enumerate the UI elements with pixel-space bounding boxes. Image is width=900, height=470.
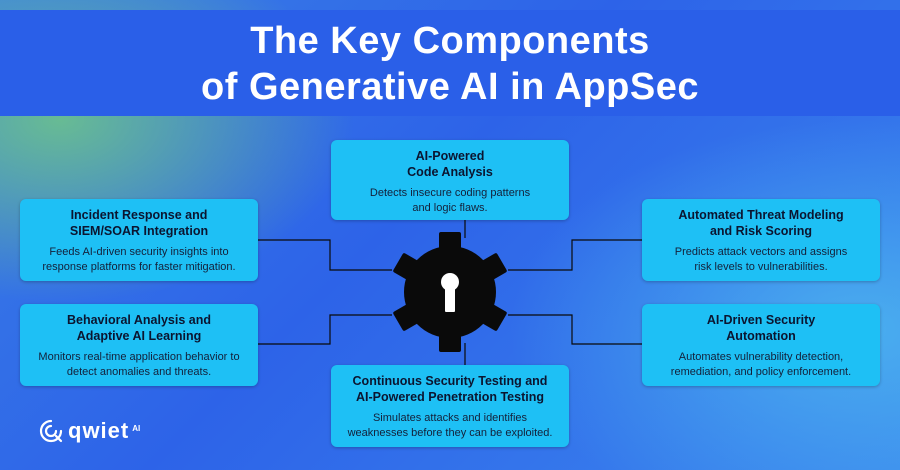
card-title: Automated Threat Modeling and Risk Scori… (678, 208, 844, 238)
title-band (0, 10, 900, 116)
card-title: AI-Powered Code Analysis (407, 149, 493, 179)
connector-bottom-left (258, 314, 392, 345)
card-title: AI-Driven Security Automation (706, 313, 816, 343)
card-title: Incident Response and SIEM/SOAR Integrat… (69, 208, 209, 238)
card-title: Behavioral Analysis and Adaptive AI Lear… (66, 313, 212, 343)
card-description: Predicts attack vectors and assigns risk… (674, 246, 848, 273)
card-description: Simulates attacks and identifies weaknes… (347, 412, 553, 439)
logo-wordmark: qwiet (68, 418, 130, 443)
card-description: Monitors real-time application behavior … (38, 351, 240, 378)
title-line-1: The Key Components (250, 20, 650, 62)
card-description: Automates vulnerability detection, remed… (670, 351, 852, 378)
logo-suffix: AI (132, 424, 141, 433)
card-code-analysis: AI-Powered Code Analysis Detects insecur… (331, 140, 569, 220)
title-line-2: of Generative AI in AppSec (201, 66, 699, 108)
card-description: Feeds AI-driven security insights into r… (42, 246, 236, 273)
card-title: Continuous Security Testing and AI-Power… (352, 374, 548, 404)
connector-bottom-right (508, 314, 642, 345)
qwiet-logo-icon (39, 419, 63, 443)
card-threat-modeling: Automated Threat Modeling and Risk Scori… (642, 199, 880, 281)
connector-top-left (258, 239, 392, 271)
card-description: Detects insecure coding patterns and log… (369, 187, 531, 214)
connector-top-right (508, 239, 642, 271)
page-title: The Key Components of Generative AI in A… (0, 18, 900, 110)
gear-keyhole-icon (393, 232, 507, 352)
card-security-automation: AI-Driven Security Automation Automates … (642, 304, 880, 386)
qwiet-logo: qwiet AI (38, 418, 140, 444)
card-incident-response: Incident Response and SIEM/SOAR Integrat… (20, 199, 258, 281)
card-behavioral-analysis: Behavioral Analysis and Adaptive AI Lear… (20, 304, 258, 386)
card-security-testing: Continuous Security Testing and AI-Power… (331, 365, 569, 447)
